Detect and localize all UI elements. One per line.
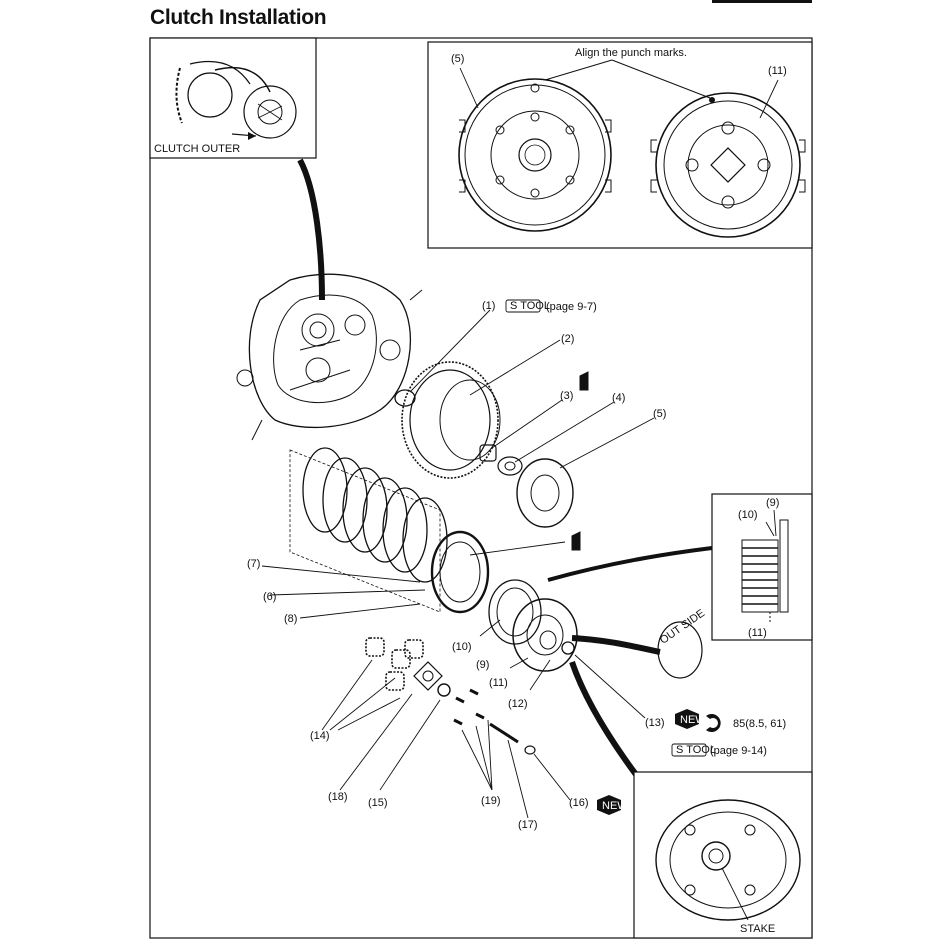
inset-punch-marks: Align the punch marks. (5) (11) [427, 41, 813, 249]
callout-5-inset: (5) [451, 53, 464, 65]
callout-9: (9) [476, 659, 489, 671]
callout-12: (12) [508, 698, 528, 710]
engine-case [236, 273, 423, 441]
inset-plate-detail: (9) (10) (11) [711, 493, 813, 641]
tool-badge-1: S TOOL [505, 299, 550, 313]
callout-11-detail: (11) [748, 627, 767, 639]
tool-badge-13: S TOOL [671, 743, 716, 757]
callout-19: (19) [481, 795, 501, 807]
callout-18: (18) [328, 791, 348, 803]
callout-2: (2) [561, 333, 574, 345]
svg-text:NEW: NEW [602, 800, 628, 812]
callout-16: (16) [569, 797, 589, 809]
callout-11: (11) [489, 677, 508, 689]
callout-8: (8) [284, 613, 297, 625]
callout-6: (6) [263, 591, 276, 603]
new-badge-13: NEW [675, 709, 706, 729]
callout-17: (17) [518, 819, 538, 831]
inset-stake: STAKE [633, 771, 813, 939]
top-rule [712, 0, 812, 3]
callout-labels: (1) S TOOL (page 9-7) (2) (3) (4) (5) (7… [247, 299, 786, 831]
page-title: Clutch Installation [150, 6, 327, 29]
callout-11-inset: (11) [768, 65, 787, 77]
svg-text:S TOOL: S TOOL [510, 300, 550, 312]
new-badge-16: NEW [597, 795, 628, 815]
callout-10: (10) [452, 641, 472, 653]
callout-15: (15) [368, 797, 388, 809]
lower-parts [321, 637, 571, 819]
callout-4: (4) [612, 392, 625, 404]
callout-7: (7) [247, 558, 260, 570]
ring-stamp: OUT SIDE [658, 607, 707, 647]
inset-clutch-outer: CLUTCH OUTER [149, 37, 325, 301]
callout-14: (14) [310, 730, 330, 742]
callout-3: (3) [560, 390, 573, 402]
clutch-outer-label: CLUTCH OUTER [154, 143, 240, 155]
torque-value: 85(8.5, 61) [733, 718, 786, 730]
svg-text:NEW: NEW [680, 714, 706, 726]
clutch-parts [394, 309, 655, 551]
svg-text:S TOOL: S TOOL [676, 744, 716, 756]
torque-icon [706, 714, 721, 732]
main-frame [149, 37, 813, 939]
callout-13: (13) [645, 717, 665, 729]
stake-label: STAKE [740, 923, 775, 935]
callout-1: (1) [482, 300, 495, 312]
callout-5: (5) [653, 408, 666, 420]
page-ref-1: (page 9-7) [546, 301, 597, 313]
lockwasher-detail: OUT SIDE [657, 607, 707, 679]
callout-9-detail: (9) [766, 497, 779, 509]
callout-10-detail: (10) [738, 509, 758, 521]
clutch-plate-stack [261, 447, 713, 782]
punch-note: Align the punch marks. [575, 47, 687, 59]
page-ref-13: (page 9-14) [710, 745, 767, 757]
